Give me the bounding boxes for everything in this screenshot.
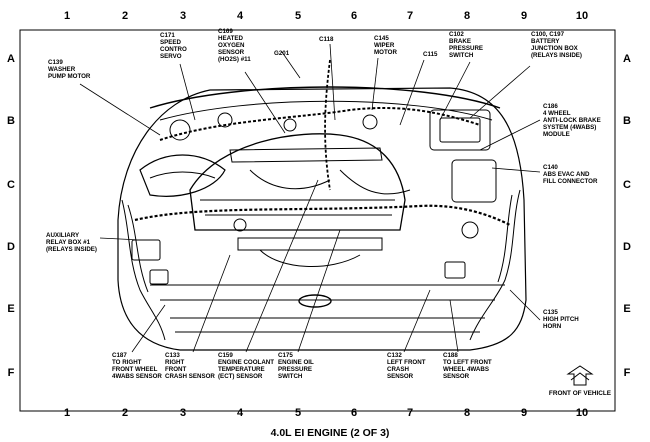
callout-c139: C139 WASHER PUMP MOTOR — [48, 59, 91, 80]
grid-top: 1 2 3 4 5 6 7 8 9 10 — [64, 10, 588, 22]
grid-bottom: 1 2 3 4 5 6 7 8 9 10 — [64, 407, 588, 419]
grid-row-a: A — [7, 53, 15, 65]
grid-col-3: 3 — [180, 10, 186, 22]
grid-row-d: D — [7, 241, 15, 253]
callout-c188: C188 TO LEFT FRONT WHEEL 4WABS SENSOR — [443, 352, 493, 380]
grid-col-4-bottom: 4 — [237, 407, 244, 419]
grid-col-6-bottom: 6 — [351, 407, 357, 419]
grid-row-c: C — [7, 179, 15, 191]
front-arrow-icon — [566, 365, 594, 386]
grid-col-1-bottom: 1 — [64, 407, 70, 419]
callout-c171: C171 SPEED CONTRO SERVO — [160, 32, 189, 60]
front-arrow-chevron-icon — [570, 372, 590, 381]
callouts: C139 WASHER PUMP MOTOR C171 SPEED CONTRO… — [46, 28, 602, 380]
engine-illustration — [117, 59, 527, 351]
grid-col-8-bottom: 8 — [464, 407, 470, 419]
grid-col-7: 7 — [407, 10, 413, 22]
grid-col-2-bottom: 2 — [122, 407, 128, 419]
grid-row-e-right: E — [623, 303, 630, 315]
callout-c186: C186 4 WHEEL ANTI-LOCK BRAKE SYSTEM (4WA… — [543, 103, 602, 138]
grid-col-6: 6 — [351, 10, 357, 22]
grid-row-b-right: B — [623, 115, 631, 127]
callout-c175: C175 ENGINE OIL PRESSURE SWITCH — [278, 352, 315, 380]
grid-col-10: 10 — [576, 10, 588, 22]
leader-lines — [79, 43, 541, 353]
grid-col-5: 5 — [295, 10, 301, 22]
front-of-vehicle-label: FRONT OF VEHICLE — [549, 390, 612, 397]
grid-right: A B C D E F — [623, 53, 631, 379]
callout-c133: C133 RIGHT FRONT CRASH SENSOR — [165, 352, 215, 380]
grid-row-d-right: D — [623, 241, 631, 253]
grid-col-1: 1 — [64, 10, 70, 22]
callout-g201: G201 — [274, 50, 290, 57]
grid-col-9-bottom: 9 — [521, 407, 527, 419]
callout-c115: C115 — [423, 51, 438, 58]
callout-c118: C118 — [319, 36, 334, 43]
callout-c159: C159 ENGINE COOLANT TEMPERATURE (ECT) SE… — [218, 352, 276, 380]
grid-col-3-bottom: 3 — [180, 407, 186, 419]
callout-c187: C187 TO RIGHT FRONT WHEEL 4WABS SENSOR — [112, 352, 162, 380]
grid-col-8: 8 — [464, 10, 470, 22]
callout-c169: C169 HEATED OXYGEN SENSOR (HO2S) #11 — [218, 28, 251, 63]
grid-row-a-right: A — [623, 53, 631, 65]
callout-c102: C102 BRAKE PRESSURE SWITCH — [449, 31, 485, 59]
callout-c100-c197: C100, C197 BATTERY JUNCTION BOX (RELAYS … — [531, 31, 582, 59]
grid-col-4: 4 — [237, 10, 244, 22]
diagram-border — [19, 29, 616, 412]
grid-col-5-bottom: 5 — [295, 407, 301, 419]
callout-c132: C132 LEFT FRONT CRASH SENSOR — [387, 352, 427, 380]
grid-row-f-right: F — [624, 367, 631, 379]
grid-row-b: B — [7, 115, 15, 127]
grid-col-2: 2 — [122, 10, 128, 22]
front-of-vehicle-indicator: FRONT OF VEHICLE — [549, 365, 612, 397]
grid-row-f: F — [8, 367, 15, 379]
grid-col-10-bottom: 10 — [576, 407, 588, 419]
grid-left: A B C D E F — [7, 53, 15, 379]
grid-col-9: 9 — [521, 10, 527, 22]
grid-row-c-right: C — [623, 179, 631, 191]
callout-c135: C135 HIGH PITCH HORN — [543, 309, 581, 330]
grid-col-7-bottom: 7 — [407, 407, 413, 419]
grid-row-e: E — [7, 303, 14, 315]
diagram-title: 4.0L EI ENGINE (2 OF 3) — [271, 427, 390, 439]
callout-c145: C145 WIPER MOTOR — [374, 35, 397, 56]
callout-c140: C140 ABS EVAC AND FILL CONNECTOR — [543, 164, 598, 185]
callout-auxiliary-relay-box: AUXILIARY RELAY BOX #1 (RELAYS INSIDE) — [46, 232, 97, 253]
